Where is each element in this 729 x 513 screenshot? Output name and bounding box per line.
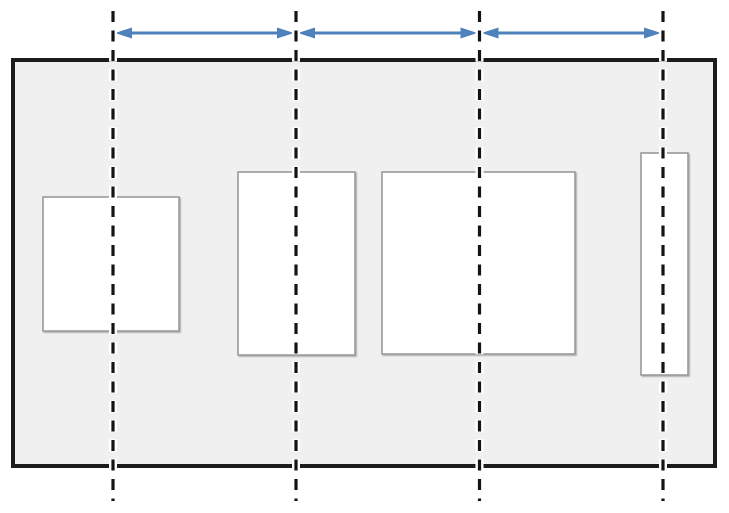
span-arrow-1	[115, 27, 294, 39]
span-arrow-2	[298, 27, 478, 39]
arrowhead-left-icon	[298, 27, 315, 39]
span-arrows-layer	[115, 27, 661, 39]
divider-lines-layer	[109, 11, 667, 501]
arrowhead-left-icon	[481, 27, 499, 39]
arrowhead-right-icon	[277, 27, 294, 39]
arrowhead-right-icon	[460, 27, 478, 39]
span-arrow-3	[481, 27, 661, 39]
arrowhead-left-icon	[115, 27, 132, 39]
arrowhead-right-icon	[644, 27, 661, 39]
